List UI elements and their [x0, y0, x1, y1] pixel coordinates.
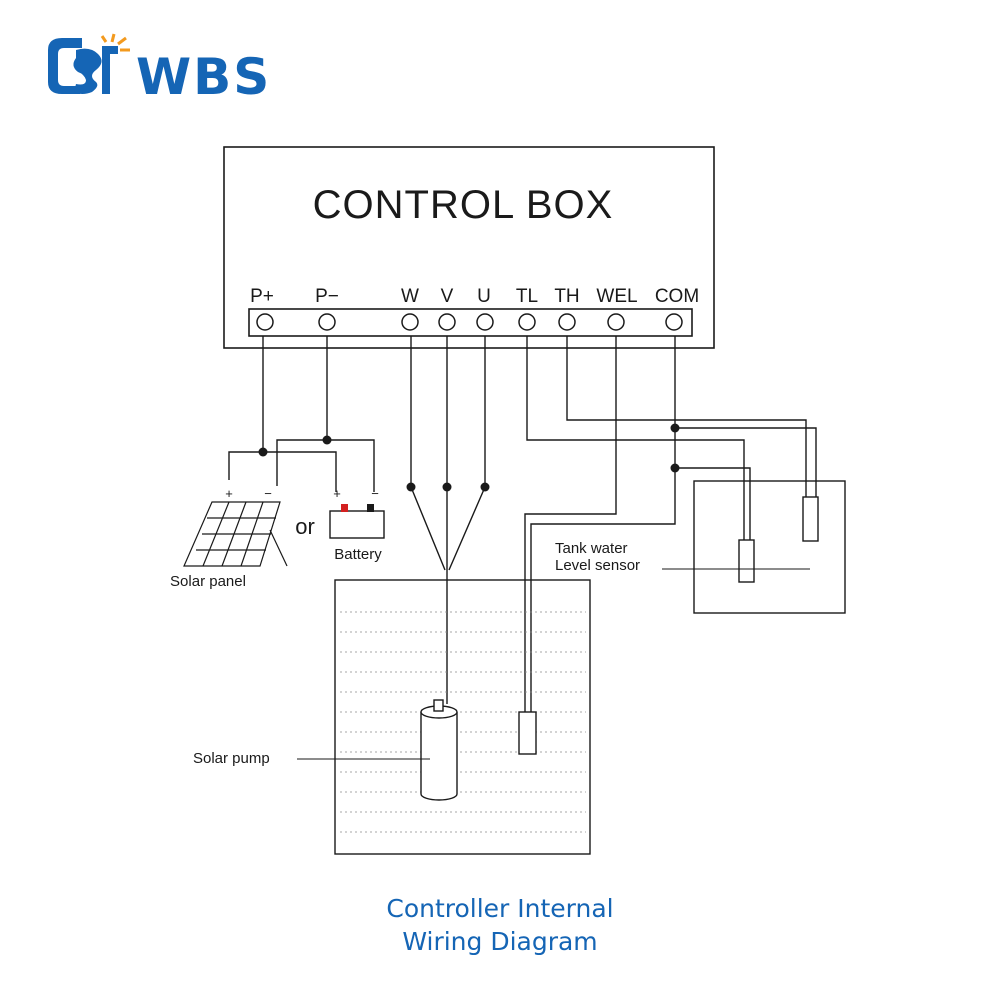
- junction-dots: [258, 423, 680, 492]
- terminal-label-w: W: [401, 286, 419, 307]
- terminal-screw-p-minus: [318, 313, 336, 331]
- terminal-screw-v: [438, 313, 456, 331]
- control-box: [223, 146, 715, 349]
- wire-th: [566, 336, 807, 497]
- terminal-screw-u: [476, 313, 494, 331]
- control-box-title: CONTROL BOX: [313, 183, 614, 227]
- solar-panel-label: Solar panel: [170, 573, 246, 590]
- wire-com: [674, 336, 817, 540]
- solar-pump-icon: [297, 699, 458, 801]
- tank-label-line2: Level sensor: [555, 557, 640, 574]
- terminal-label-p-plus: P+: [250, 286, 274, 307]
- wire-wel: [524, 336, 617, 712]
- solar-minus-sign: −: [264, 486, 272, 501]
- solar-pump-label: Solar pump: [193, 750, 270, 767]
- tank-box: [693, 480, 846, 614]
- solar-plus-sign: +: [225, 486, 233, 501]
- tank-label-line1: Tank water: [555, 540, 628, 557]
- battery-icon: [329, 504, 385, 539]
- terminal-label-u: U: [477, 286, 491, 307]
- terminal-strip: [248, 308, 693, 337]
- terminal-label-v: V: [441, 286, 454, 307]
- terminal-screw-com: [665, 313, 683, 331]
- solar-panel-icon: [183, 501, 288, 567]
- or-label: or: [295, 514, 315, 539]
- wire-u: [448, 336, 486, 571]
- tank-sensor-low-icon: [738, 539, 755, 583]
- terminal-screw-w: [401, 313, 419, 331]
- wires: [228, 336, 817, 712]
- well: [334, 579, 591, 855]
- logo-emblem-icon: [48, 33, 130, 94]
- battery-plus-sign: +: [333, 486, 341, 501]
- well-box: [334, 579, 591, 855]
- terminal-label-com: COM: [655, 286, 699, 307]
- tank-sensor-high-icon: [802, 496, 819, 542]
- terminal-screw-p-plus: [256, 313, 274, 331]
- caption-line1: Controller Internal: [386, 894, 614, 923]
- wire-com-well: [530, 468, 676, 712]
- wire-tl: [526, 336, 745, 540]
- wire-p-plus: [228, 336, 337, 492]
- well-sensor-icon: [518, 711, 537, 755]
- logo-text: WBS: [136, 48, 271, 106]
- terminal-label-wel: WEL: [596, 286, 637, 307]
- battery-minus-sign: −: [371, 486, 379, 501]
- battery-label: Battery: [334, 546, 382, 563]
- terminal-screw-th: [558, 313, 576, 331]
- terminal-label-tl: TL: [516, 286, 538, 307]
- wire-p-minus: [276, 336, 375, 492]
- terminal-screw-wel: [607, 313, 625, 331]
- caption-line2: Wiring Diagram: [402, 927, 598, 956]
- wbs-logo: WBS: [48, 33, 271, 106]
- water-level-lines: [340, 611, 586, 833]
- terminal-screw-tl: [518, 313, 536, 331]
- terminal-label-th: TH: [554, 286, 579, 307]
- wire-w: [410, 336, 446, 571]
- terminal-label-p-minus: P−: [315, 286, 339, 307]
